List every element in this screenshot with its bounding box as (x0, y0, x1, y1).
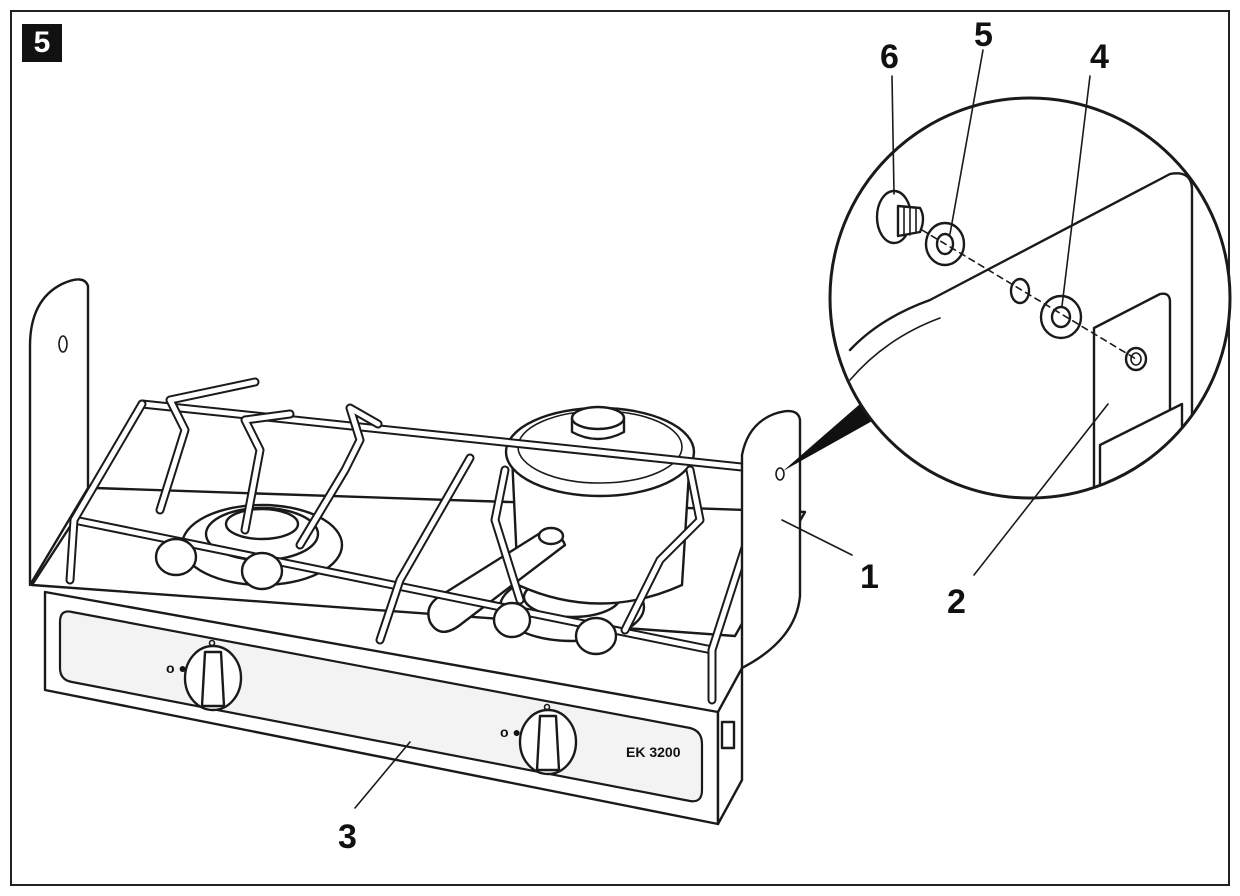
svg-text:o ●: o ● (500, 724, 521, 740)
leader-lines (354, 49, 1109, 809)
callout-3: 3 (338, 818, 357, 856)
figure-number-badge: 5 (22, 24, 62, 62)
right-windshield-hole (775, 467, 785, 481)
right-windshield (740, 409, 802, 670)
control-knob-right: o ● (500, 703, 578, 776)
callout-1: 1 (860, 558, 879, 596)
svg-text:o ●: o ● (166, 660, 187, 676)
callout-5: 5 (974, 16, 993, 54)
model-label: EK 3200 (626, 744, 681, 760)
pot-body (510, 454, 692, 605)
control-knob-left: o ● (166, 639, 243, 712)
left-windshield-panel (28, 278, 90, 587)
bracket-hole (1124, 346, 1148, 372)
callout-4: 4 (1090, 38, 1109, 76)
left-windshield (28, 278, 90, 587)
left-windshield-hole (58, 335, 68, 353)
detail-magnifier (828, 96, 1232, 500)
callout-6: 6 (880, 38, 899, 76)
callout-2: 2 (947, 583, 966, 621)
washer-4 (1039, 294, 1083, 340)
panel-hole (1009, 277, 1031, 305)
magnifier-pointer (783, 404, 874, 471)
right-windshield-panel (740, 409, 802, 670)
burner-caps (154, 537, 618, 656)
side-latch (720, 720, 736, 750)
